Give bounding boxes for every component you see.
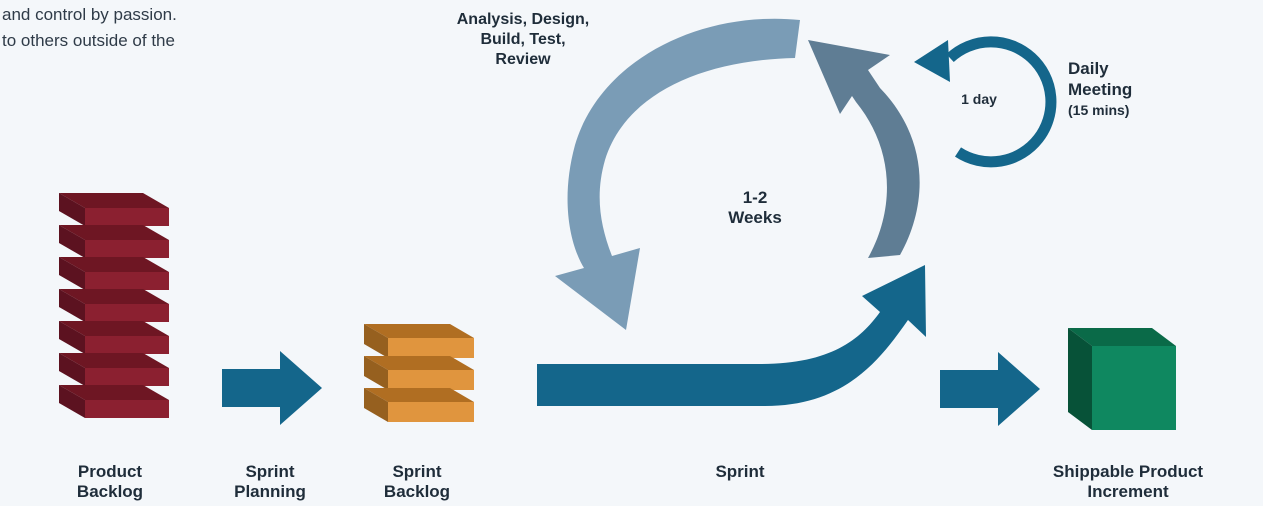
label-product-backlog: Product Backlog bbox=[76, 462, 144, 501]
label-sprint-duration: 1-2 Weeks bbox=[728, 188, 782, 227]
product-backlog-stack bbox=[59, 193, 169, 418]
iteration-cycle-arrow-right bbox=[808, 40, 920, 258]
label-daily-meeting: Daily Meeting (15 mins) bbox=[1068, 59, 1133, 118]
label-analysis-design: Analysis, Design, Build, Test, Review bbox=[456, 11, 590, 68]
label-sprint-backlog: Sprint Backlog bbox=[383, 462, 451, 501]
label-sprint: Sprint bbox=[715, 462, 765, 481]
intro-line-2: to others outside of the bbox=[2, 31, 175, 50]
shipment-arrow bbox=[940, 352, 1040, 426]
daily-meeting-cycle-arrow bbox=[914, 36, 1057, 168]
label-shippable-product-increment: Shippable Product Increment bbox=[1052, 462, 1204, 501]
label-sprint-planning: Sprint Planning bbox=[234, 462, 306, 501]
increment-cube bbox=[1068, 328, 1176, 430]
intro-line-1: and control by passion. bbox=[2, 5, 177, 24]
sprint-backlog-stack bbox=[364, 324, 474, 422]
sprint-arrow bbox=[537, 265, 926, 406]
iteration-cycle-arrow-left bbox=[555, 18, 800, 331]
label-one-day: 1 day bbox=[961, 91, 997, 107]
intro-paragraph: and control by passion. to others outsid… bbox=[0, 2, 177, 54]
sprint-planning-arrow bbox=[222, 351, 322, 425]
